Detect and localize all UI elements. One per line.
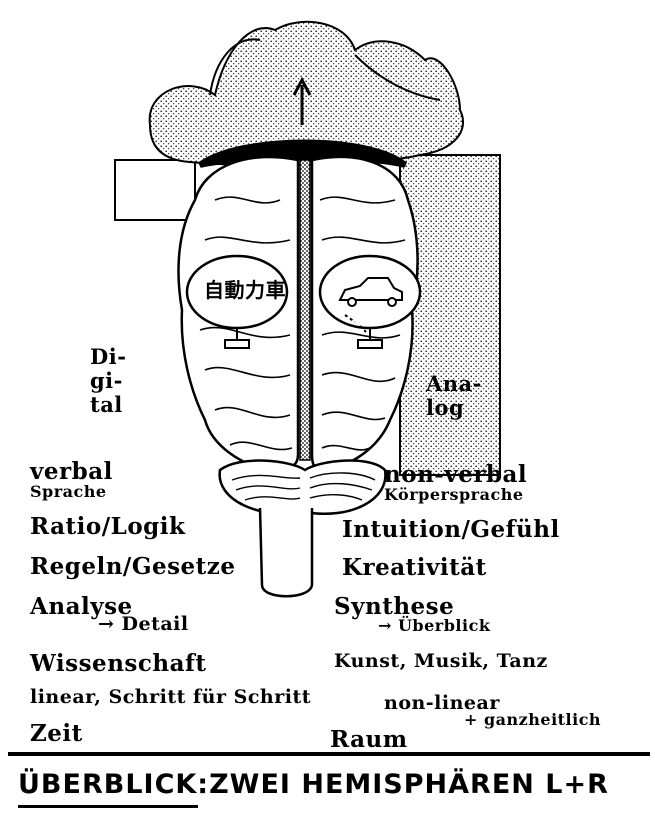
left-item-verbal-sub: Sprache — [30, 484, 107, 500]
kanji-word: 自動力車 — [204, 280, 286, 300]
left-pedestal — [115, 160, 195, 220]
right-item-synthese-sub: → Überblick — [378, 618, 490, 634]
right-item-intuition: Intuition/Gefühl — [342, 518, 560, 541]
brainstem — [260, 508, 312, 596]
analog-label: Ana- log — [426, 372, 482, 420]
right-item-nonverbal: non-verbal — [384, 463, 527, 486]
left-item-linear: linear, Schritt für Schritt — [30, 688, 311, 707]
title-underline — [18, 805, 198, 808]
left-item-analyse-sub: → Detail — [98, 615, 189, 634]
right-image-bubble — [320, 256, 420, 328]
right-item-nonlinear-sub: + ganzheitlich — [464, 712, 601, 728]
digital-label-line: tal — [90, 393, 126, 417]
dotted-pillar — [400, 155, 500, 475]
right-item-nonverbal-sub: Körpersprache — [384, 487, 524, 503]
left-item-wissenschaft: Wissenschaft — [30, 652, 207, 675]
digital-label: Di- gi- tal — [90, 345, 126, 417]
left-item-verbal: verbal — [30, 460, 113, 483]
analog-label-line: Ana- — [426, 372, 482, 396]
digital-label-line: gi- — [90, 369, 126, 393]
right-item-kreativitaet: Kreativität — [342, 556, 487, 579]
analog-label-line: log — [426, 396, 482, 420]
right-item-raum: Raum — [330, 728, 408, 751]
left-item-zeit: Zeit — [30, 722, 83, 745]
right-item-synthese: Synthese — [334, 595, 454, 618]
central-fissure — [300, 160, 310, 460]
left-item-regeln: Regeln/Gesetze — [30, 555, 236, 578]
right-item-kunst: Kunst, Musik, Tanz — [334, 652, 548, 671]
title-rule — [8, 752, 650, 756]
digital-label-line: Di- — [90, 345, 126, 369]
left-item-ratio: Ratio/Logik — [30, 515, 185, 538]
page-title: ÜBERBLICK:ZWEI HEMISPHÄREN L+R — [18, 769, 609, 800]
